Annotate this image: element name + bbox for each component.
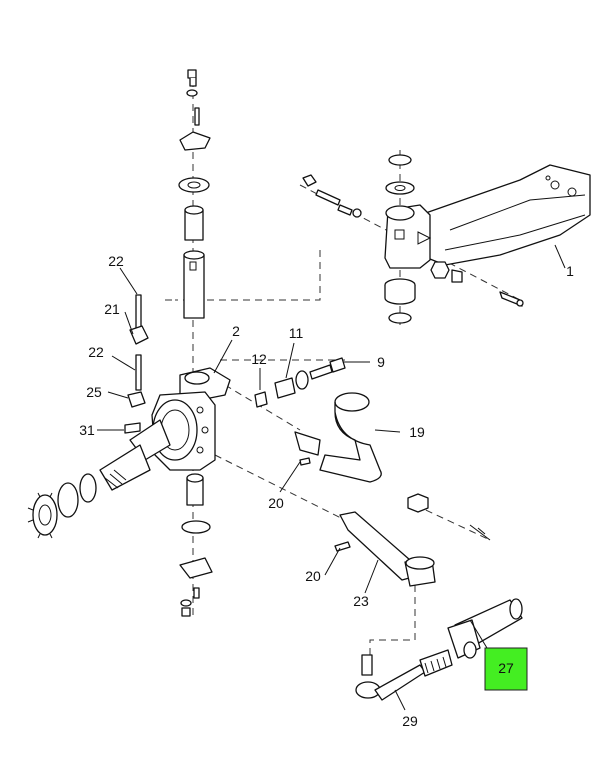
tie-rod-end-part — [355, 649, 453, 701]
assembly-centerlines — [165, 80, 521, 660]
callout-22-lower: 22 — [88, 344, 104, 360]
castle-nut — [407, 493, 491, 541]
steering-knuckle-part — [99, 367, 231, 491]
callout-31: 31 — [79, 422, 95, 438]
callout-22-upper: 22 — [108, 253, 124, 269]
hub-bearings — [27, 473, 97, 539]
callout-11: 11 — [289, 325, 304, 341]
callout-23: 23 — [353, 593, 369, 609]
callout-9: 9 — [377, 354, 385, 370]
callout-2: 2 — [232, 323, 240, 339]
callout-1: 1 — [566, 263, 574, 279]
callout-25: 25 — [86, 384, 102, 400]
kingpin-lower-stack — [179, 473, 213, 617]
callout-21: 21 — [104, 301, 120, 317]
draw-keys — [124, 294, 149, 434]
callout-20-lower: 20 — [305, 568, 321, 584]
steering-arm-part — [294, 392, 382, 483]
callout-29: 29 — [402, 713, 418, 729]
tie-rod-bolt-set — [254, 357, 346, 408]
kingpin-washers-upper — [384, 154, 416, 324]
cross-tube-part — [447, 598, 523, 659]
callout-leaders — [97, 244, 566, 711]
highlight-box-27[interactable] — [484, 647, 528, 691]
kingpin-upper-stack — [178, 69, 211, 319]
callout-12: 12 — [251, 351, 267, 367]
tie-rod-arm-part — [334, 511, 436, 587]
callout-20-upper: 20 — [268, 495, 284, 511]
axle-beam-part — [384, 164, 591, 269]
callout-19: 19 — [409, 424, 425, 440]
highlight-label-27: 27 — [498, 660, 514, 676]
axle-bolts — [302, 174, 524, 307]
